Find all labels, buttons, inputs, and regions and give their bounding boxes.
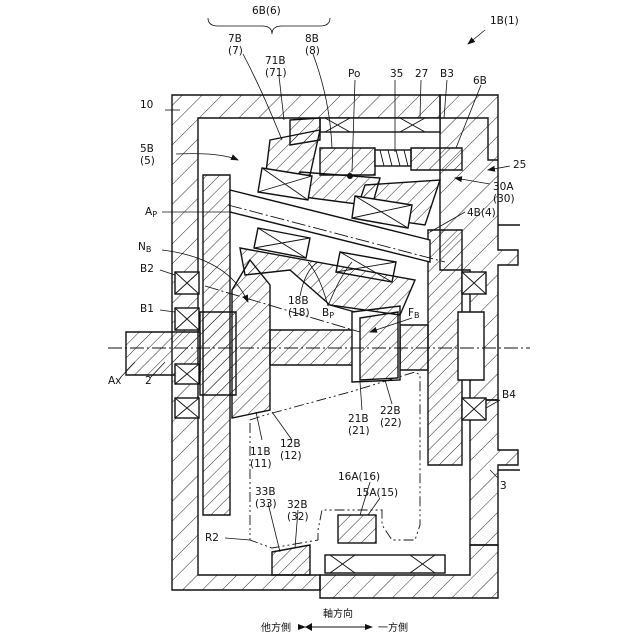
axis-legend-left: 他方側	[261, 621, 291, 634]
region-r2	[250, 372, 420, 548]
part-32b	[272, 545, 310, 575]
label-35: 35	[390, 68, 403, 80]
label-22b: 22B	[380, 405, 401, 417]
label-71: (71)	[265, 67, 287, 79]
label-b3: B3	[440, 68, 454, 80]
label-33: (33)	[255, 498, 277, 510]
label-12: (12)	[280, 450, 302, 462]
label-bp: BP	[322, 307, 334, 320]
label-nb: NB	[138, 241, 151, 254]
carrier-disc	[203, 175, 230, 515]
center-shaft	[270, 325, 428, 370]
label-8b: 8B	[305, 33, 319, 45]
label-2: 2	[145, 375, 152, 387]
label-25: 25	[513, 159, 526, 171]
label-5: (5)	[140, 155, 155, 167]
gear-11b	[232, 260, 270, 418]
stator-15a	[325, 515, 445, 573]
label-b2: B2	[140, 263, 154, 275]
label-12b: 12B	[280, 438, 301, 450]
label-22: (22)	[380, 417, 402, 429]
label-27: 27	[415, 68, 428, 80]
label-3: 3	[500, 480, 507, 492]
axis-legend-right: 一方側	[378, 621, 408, 634]
label-32: (32)	[287, 511, 309, 523]
label-18b: 18B	[288, 295, 309, 307]
label-11b: 11B	[250, 446, 271, 458]
label-7: (7)	[228, 45, 243, 57]
label-32b: 32B	[287, 499, 308, 511]
label-ax: Ax	[108, 375, 121, 387]
label-ap: AP	[145, 206, 157, 219]
label-10: 10	[140, 99, 153, 111]
label-5b: 5B	[140, 143, 154, 155]
label-7b: 7B	[228, 33, 242, 45]
label-b4: B4	[502, 389, 516, 401]
axis-legend-title: 軸方向	[323, 607, 353, 620]
gear-21b	[352, 306, 400, 382]
label-fb: FB	[408, 307, 420, 320]
label-21: (21)	[348, 425, 370, 437]
label-4b: 4B(4)	[467, 207, 496, 219]
axis-direction-legend: 軸方向 他方側 一方側	[261, 607, 408, 634]
label-11: (11)	[250, 458, 272, 470]
label-group-6b: 6B(6)	[252, 5, 281, 17]
label-18: (18)	[288, 307, 310, 319]
bearing-b3	[320, 118, 440, 132]
label-8: (8)	[305, 45, 320, 57]
label-30: (30)	[493, 193, 515, 205]
label-po: Po	[348, 68, 360, 80]
label-21b: 21B	[348, 413, 369, 425]
label-assembly: 1B(1)	[490, 15, 519, 27]
label-b1: B1	[140, 303, 154, 315]
label-71b: 71B	[265, 55, 286, 67]
label-30a: 30A	[493, 181, 514, 193]
label-15a: 15A(15)	[356, 487, 398, 499]
label-6b: 6B	[473, 75, 487, 87]
label-r2: R2	[205, 532, 219, 544]
label-16a: 16A(16)	[338, 471, 380, 483]
label-33b: 33B	[255, 486, 276, 498]
